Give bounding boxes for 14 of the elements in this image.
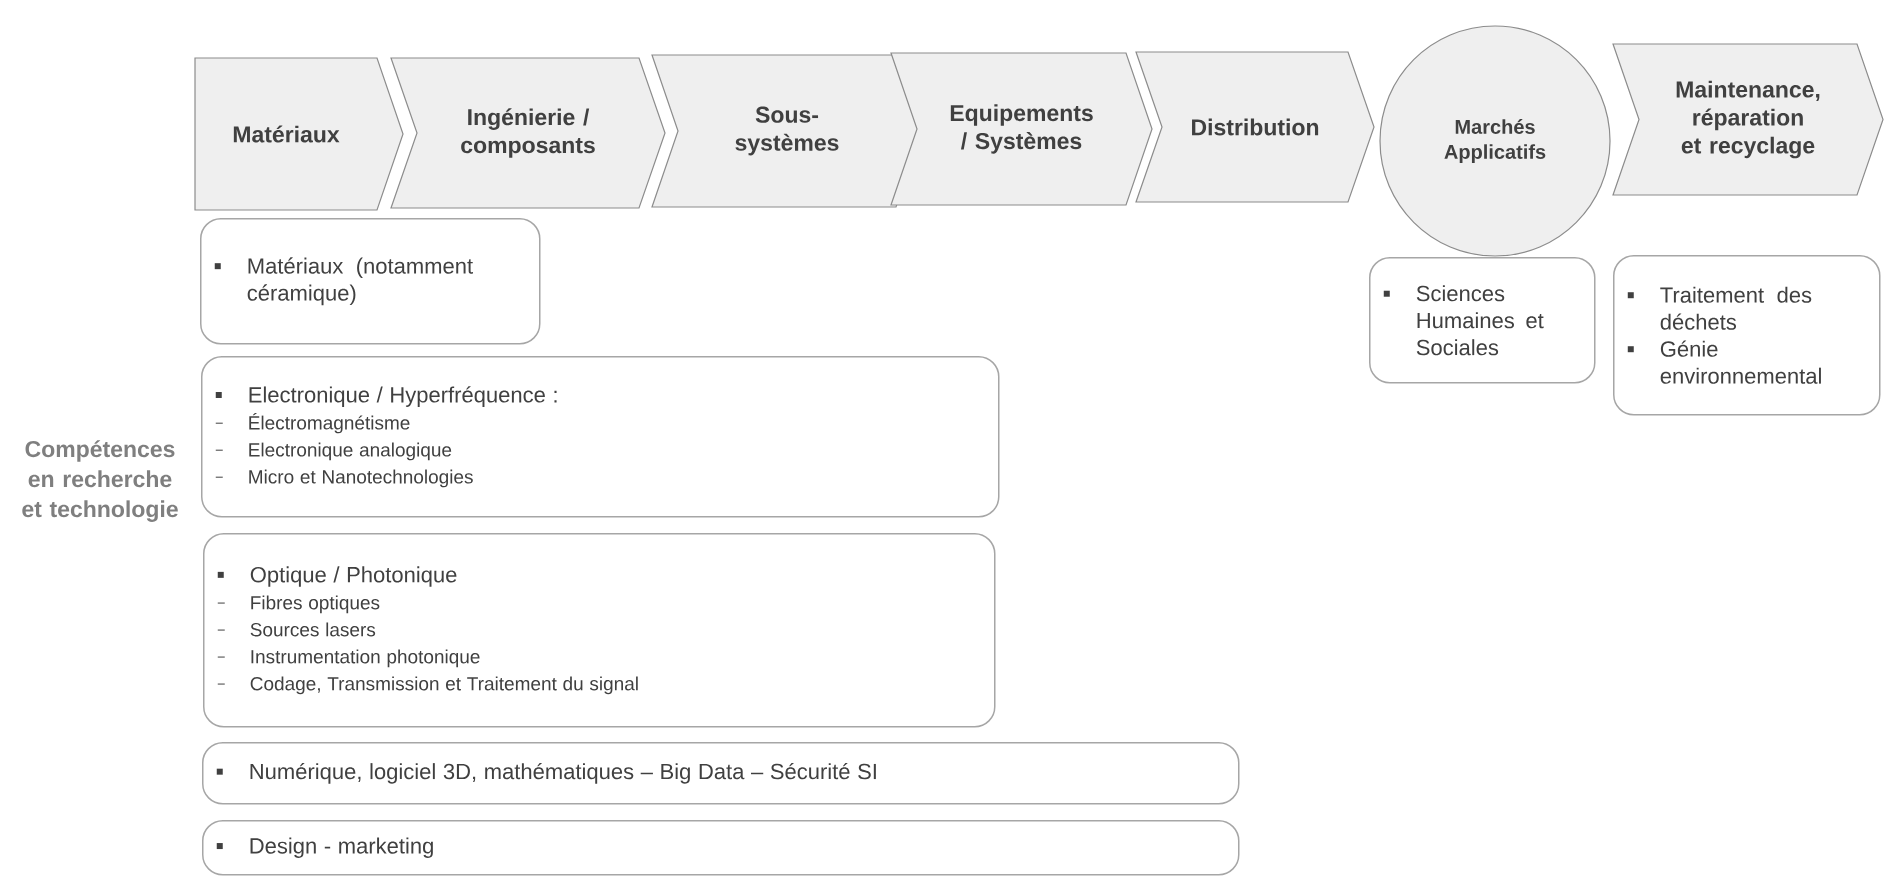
process-step: Ingénierie / composants [390, 57, 666, 209]
process-step: Equipements / Systèmes [890, 52, 1153, 206]
competence-box: Traitement des déchets Génie environnemental [1613, 255, 1881, 416]
side-label: Compétences en recherche et technologie [22, 440, 178, 522]
competence-box: Sciences Humaines et Sociales [1369, 257, 1596, 384]
competence-box: Design - marketing [202, 820, 1240, 876]
competence-box: Matériaux (notamment céramique) [200, 218, 541, 345]
process-step: Distribution [1135, 51, 1375, 203]
competence-box: Numérique, logiciel 3D, mathématiques – Big Data – Sécurité SI [202, 742, 1240, 805]
competence-box: Electronique / Hyperfréquence : Électromagnétisme Electronique analogique Micro et Nanotechnologies [201, 356, 1000, 518]
competence-box: Optique / Photonique Fibres optiques Sources lasers Instrumentation photonique Codage, Transmission et Traitement du signal [203, 533, 996, 728]
process-step: Matériaux [194, 57, 404, 211]
process-step: Maintenance, réparation et recyclage [1612, 43, 1884, 196]
process-step: Sous-systèmes [651, 54, 923, 208]
